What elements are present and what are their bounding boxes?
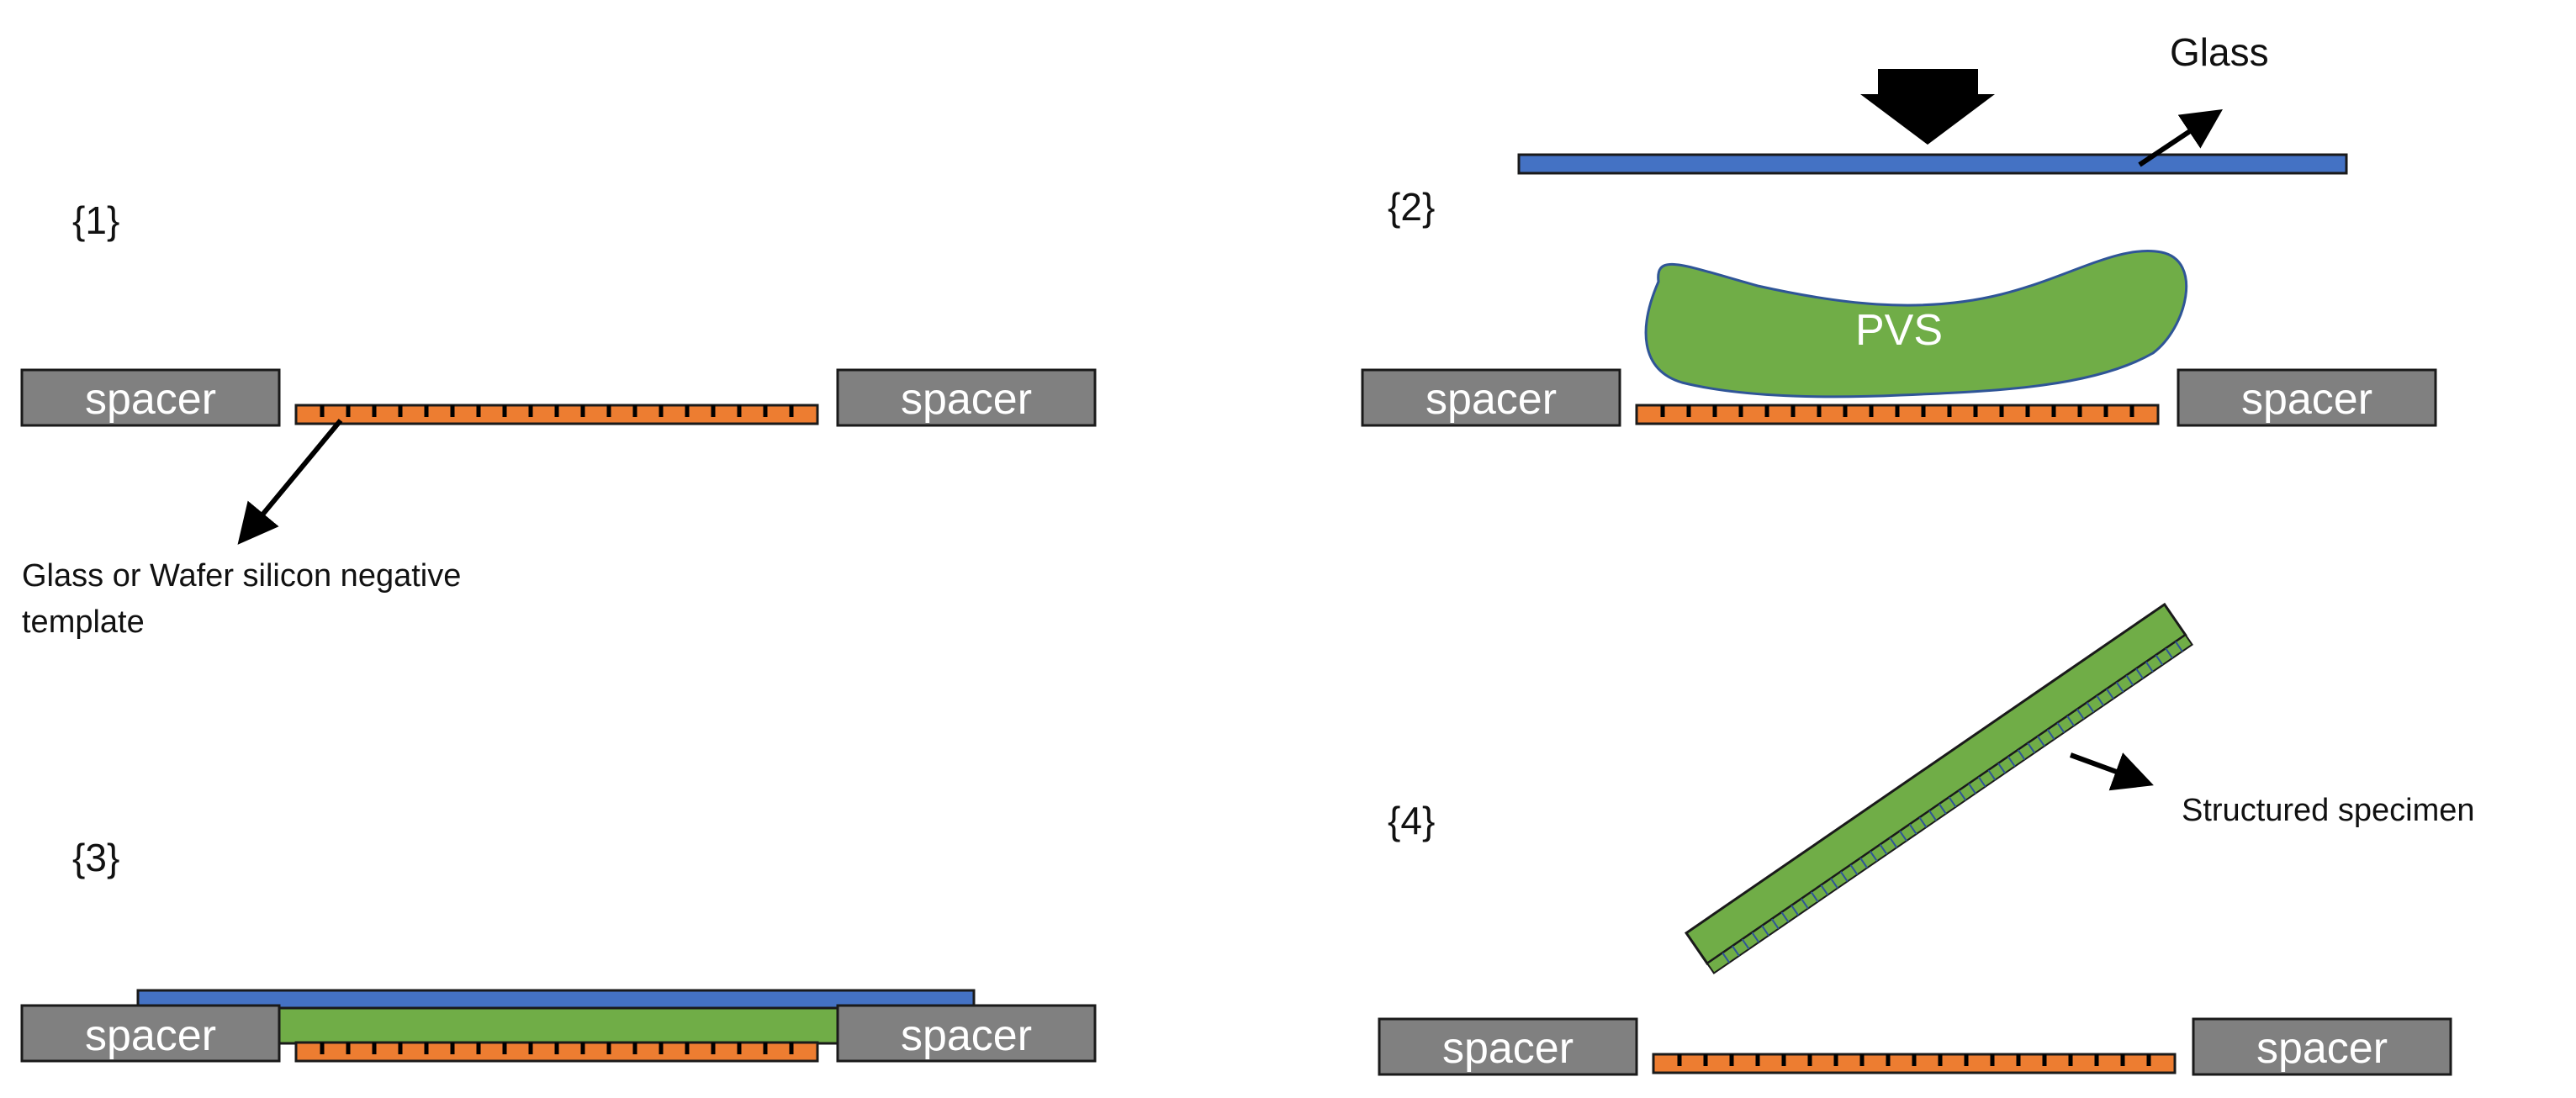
microstructure-tick bbox=[1997, 763, 2006, 774]
microstructure-tick bbox=[2007, 756, 2016, 768]
microstructure-tick bbox=[2017, 749, 2026, 761]
spacer-right-3: spacer bbox=[836, 1004, 1097, 1063]
microstructure-tick bbox=[1928, 810, 1937, 821]
microstructure-tick bbox=[1849, 864, 1859, 875]
microstructure-tick bbox=[1870, 851, 1878, 862]
spacer-right-2-label: spacer bbox=[2241, 375, 2372, 424]
specimen-label: Structured specimen bbox=[2182, 793, 2475, 828]
spacer-left-3-label: spacer bbox=[85, 1011, 216, 1060]
panel-step-2: {2} Glass PVS spacer spacer bbox=[1361, 30, 2437, 427]
microstructure-tick bbox=[2135, 668, 2144, 679]
glass-pointer-arrow bbox=[2138, 109, 2223, 167]
glass-plate-2 bbox=[1517, 153, 2348, 175]
spacer-left-2-label: spacer bbox=[1426, 375, 1557, 424]
microstructure-tick bbox=[2086, 702, 2095, 713]
microstructure-tick bbox=[2145, 661, 2154, 673]
template-note-line2: template bbox=[22, 604, 145, 640]
microstructure-tick bbox=[2076, 709, 2085, 720]
spacer-left-2: spacer bbox=[1361, 368, 1621, 427]
step-2-label: {2} bbox=[1388, 185, 1435, 229]
spacer-right-2: spacer bbox=[2177, 368, 2437, 427]
microstructure-tick bbox=[2175, 641, 2183, 652]
microstructure-tick bbox=[1820, 884, 1829, 896]
microstructure-tick bbox=[2106, 688, 2114, 699]
microstructure-tick bbox=[2096, 695, 2105, 706]
microstructure-tick bbox=[1771, 918, 1780, 930]
step-1-label: {1} bbox=[72, 198, 119, 242]
microstructure-tick bbox=[1761, 925, 1769, 937]
specimen-pointer-arrow bbox=[2069, 752, 2154, 791]
microstructure-tick bbox=[1968, 783, 1976, 794]
microstructure-tick bbox=[2046, 729, 2055, 740]
microstructure-tick bbox=[2155, 654, 2164, 666]
structured-specimen bbox=[1684, 602, 2193, 974]
press-down-arrow-icon bbox=[1860, 69, 1995, 145]
microstructure-tick bbox=[2066, 715, 2075, 726]
microstructure-tick bbox=[1830, 878, 1838, 889]
microstructure-tick bbox=[2037, 736, 2045, 747]
microstructure-tick bbox=[1977, 776, 1986, 788]
template-pointer-arrow bbox=[237, 419, 343, 545]
microstructure-tick bbox=[1801, 898, 1809, 910]
microstructure-tick bbox=[1987, 769, 1997, 781]
step-4-label: {4} bbox=[1388, 799, 1435, 842]
negative-template-1 bbox=[294, 404, 819, 425]
microstructure-tick bbox=[2056, 722, 2066, 733]
pvs-layer-3 bbox=[276, 1006, 841, 1045]
spacer-right-1-label: spacer bbox=[901, 375, 1032, 424]
negative-template-3 bbox=[294, 1041, 819, 1063]
negative-template-4 bbox=[1652, 1053, 2177, 1074]
microstructure-tick bbox=[1879, 844, 1888, 855]
microstructure-tick bbox=[1859, 858, 1868, 868]
negative-template-2 bbox=[1635, 404, 2160, 425]
spacer-left-4: spacer bbox=[1378, 1017, 1638, 1076]
template-note-line1: Glass or Wafer silicon negative bbox=[22, 558, 461, 594]
panel-step-3: {3} spacer spacer bbox=[20, 836, 1097, 1063]
spacer-left-1-label: spacer bbox=[85, 375, 216, 424]
microstructure-tick bbox=[1722, 952, 1731, 963]
spacer-right-3-label: spacer bbox=[901, 1011, 1032, 1060]
panel-step-4: {4} Structured specimen spacer spacer bbox=[1378, 602, 2475, 1076]
microstructure-tick bbox=[1958, 789, 1967, 801]
pvs-label: PVS bbox=[1855, 306, 1943, 355]
microstructure-tick bbox=[1899, 830, 1907, 842]
spacer-right-4: spacer bbox=[2192, 1017, 2452, 1076]
microstructure-tick bbox=[1948, 796, 1957, 808]
spacer-left-4-label: spacer bbox=[1442, 1024, 1574, 1073]
spacer-left-1: spacer bbox=[20, 368, 281, 427]
microstructure-tick bbox=[2115, 681, 2124, 693]
microstructure-tick bbox=[2165, 647, 2173, 659]
microstructure-tick bbox=[2027, 742, 2036, 754]
microstructure-tick bbox=[1732, 945, 1740, 957]
microstructure-tick bbox=[1939, 803, 1947, 815]
microstructure-tick bbox=[2125, 674, 2134, 686]
microstructure-tick bbox=[1889, 837, 1898, 848]
spacer-right-4-label: spacer bbox=[2256, 1024, 2388, 1073]
glass-label: Glass bbox=[2170, 30, 2269, 74]
step-3-label: {3} bbox=[72, 836, 119, 879]
microstructure-tick bbox=[1918, 816, 1928, 828]
panel-step-1: {1} spacer spacer Glass or Wafer silicon… bbox=[20, 198, 1097, 640]
microstructure-tick bbox=[1810, 891, 1819, 903]
microstructure-tick bbox=[1839, 871, 1849, 882]
spacer-left-3: spacer bbox=[20, 1004, 281, 1063]
pvs-blob: PVS bbox=[1644, 250, 2188, 399]
microstructure-tick bbox=[1741, 938, 1750, 950]
microstructure-tick bbox=[1908, 823, 1917, 835]
microstructure-tick bbox=[1780, 911, 1790, 923]
spacer-right-1: spacer bbox=[836, 368, 1097, 427]
microstructure-tick bbox=[1791, 905, 1800, 916]
microstructure-tick bbox=[1751, 932, 1760, 943]
